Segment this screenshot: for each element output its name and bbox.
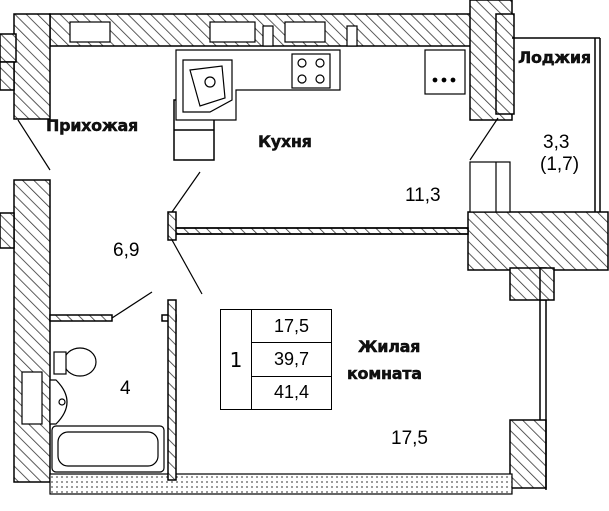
kitchen-area: 11,3	[405, 185, 441, 206]
loggia-walls	[512, 37, 601, 490]
partitions	[49, 99, 469, 481]
loggia-area: 3,3	[543, 132, 570, 153]
kitchen-furniture	[69, 21, 466, 121]
bathroom-fixtures	[21, 347, 165, 473]
hallway-label: Прихожая	[46, 116, 139, 135]
rooms-count: 1	[221, 310, 252, 409]
loggia-area-reduced: (1,7)	[540, 154, 580, 175]
kitchen-label: Кухня	[258, 132, 312, 151]
loggia-label: Лоджия	[518, 48, 592, 67]
summary-total-area: 39,7	[252, 342, 331, 375]
hallway-area: 6,9	[113, 240, 140, 261]
bathroom-area: 4	[120, 378, 131, 399]
walls	[0, 0, 609, 489]
window	[469, 161, 511, 213]
summary-living-area: 17,5	[273, 315, 310, 336]
summary-box: 1 17,5 39,7 41,4	[220, 309, 332, 410]
summary-total-with-loggia: 41,4	[252, 375, 331, 409]
living-label-line1: Жилая	[358, 337, 421, 356]
living-area: 17,5	[391, 428, 428, 449]
bottom-slab	[49, 473, 513, 495]
door-swings	[17, 117, 499, 319]
living-label-line2: комната	[347, 364, 422, 383]
